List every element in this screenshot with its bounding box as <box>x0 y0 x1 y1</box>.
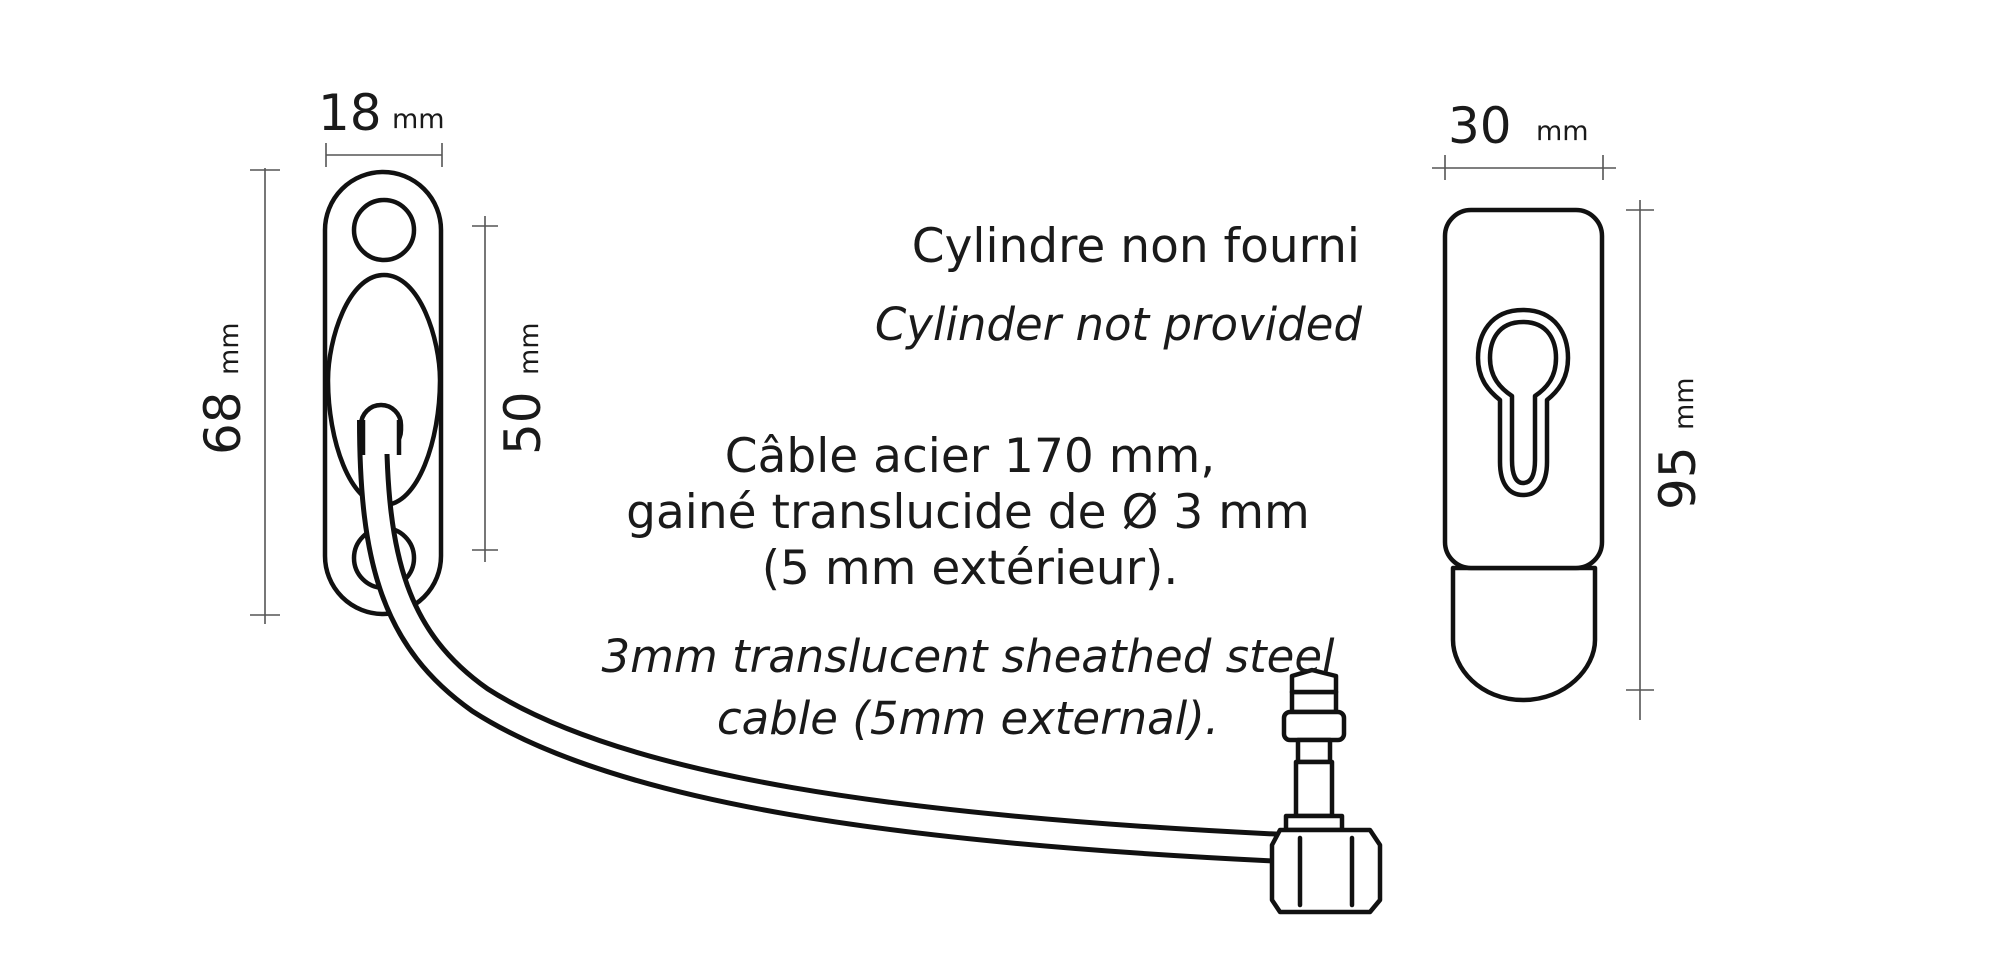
note-cable-en-line2: cable (5mm external). <box>717 692 1219 745</box>
cable-sheath <box>362 419 1286 859</box>
steel-cable <box>357 402 1286 864</box>
note-cable-fr-line1: Câble acier 170 mm, <box>725 429 1215 484</box>
dimension-lines <box>250 143 1654 720</box>
pin-neck <box>1295 737 1333 765</box>
housing-lower <box>1450 565 1598 703</box>
cylinder-housing <box>1442 207 1605 703</box>
dim-cyl-height-unit: mm <box>1669 377 1700 430</box>
dim-lock-width-unit: mm <box>392 104 445 135</box>
locking-pin <box>1269 667 1383 915</box>
cable-end-mask <box>364 420 398 454</box>
dim-cyl-width-value: 30 <box>1448 97 1512 155</box>
note-cable-en-line1: 3mm translucent sheathed steel <box>601 630 1335 683</box>
dim-cyl-height-label: 95 mm <box>1649 377 1707 510</box>
dim-cyl-width-unit: mm <box>1536 116 1589 147</box>
dim-lock-width-value: 18 <box>318 84 382 142</box>
dim-lock-height-value: 68 <box>194 391 252 455</box>
note-cable-fr-line2: gainé translucide de Ø 3 mm <box>626 485 1310 540</box>
keyhole-inner <box>1487 319 1559 486</box>
pin-head <box>1289 667 1339 695</box>
note-cable-fr-line3: (5 mm extérieur). <box>762 541 1179 596</box>
dim-inner-label: 50 mm <box>494 322 552 455</box>
pin-nut <box>1281 709 1347 743</box>
dim-inner-value: 50 <box>494 391 552 455</box>
dim-lock-height-unit: mm <box>214 322 245 375</box>
dim-lock-height-label: 68 mm <box>194 322 252 455</box>
dim-inner-unit: mm <box>514 322 545 375</box>
pin-shaft <box>1293 759 1335 819</box>
note-cylinder-en: Cylinder not provided <box>875 298 1363 351</box>
pin-collar <box>1289 689 1339 715</box>
note-cylinder-fr: Cylindre non fourni <box>912 219 1360 274</box>
top-screw-hole <box>351 197 417 263</box>
pin-hex-base <box>1269 827 1383 915</box>
dim-cyl-height-value: 95 <box>1649 446 1707 510</box>
